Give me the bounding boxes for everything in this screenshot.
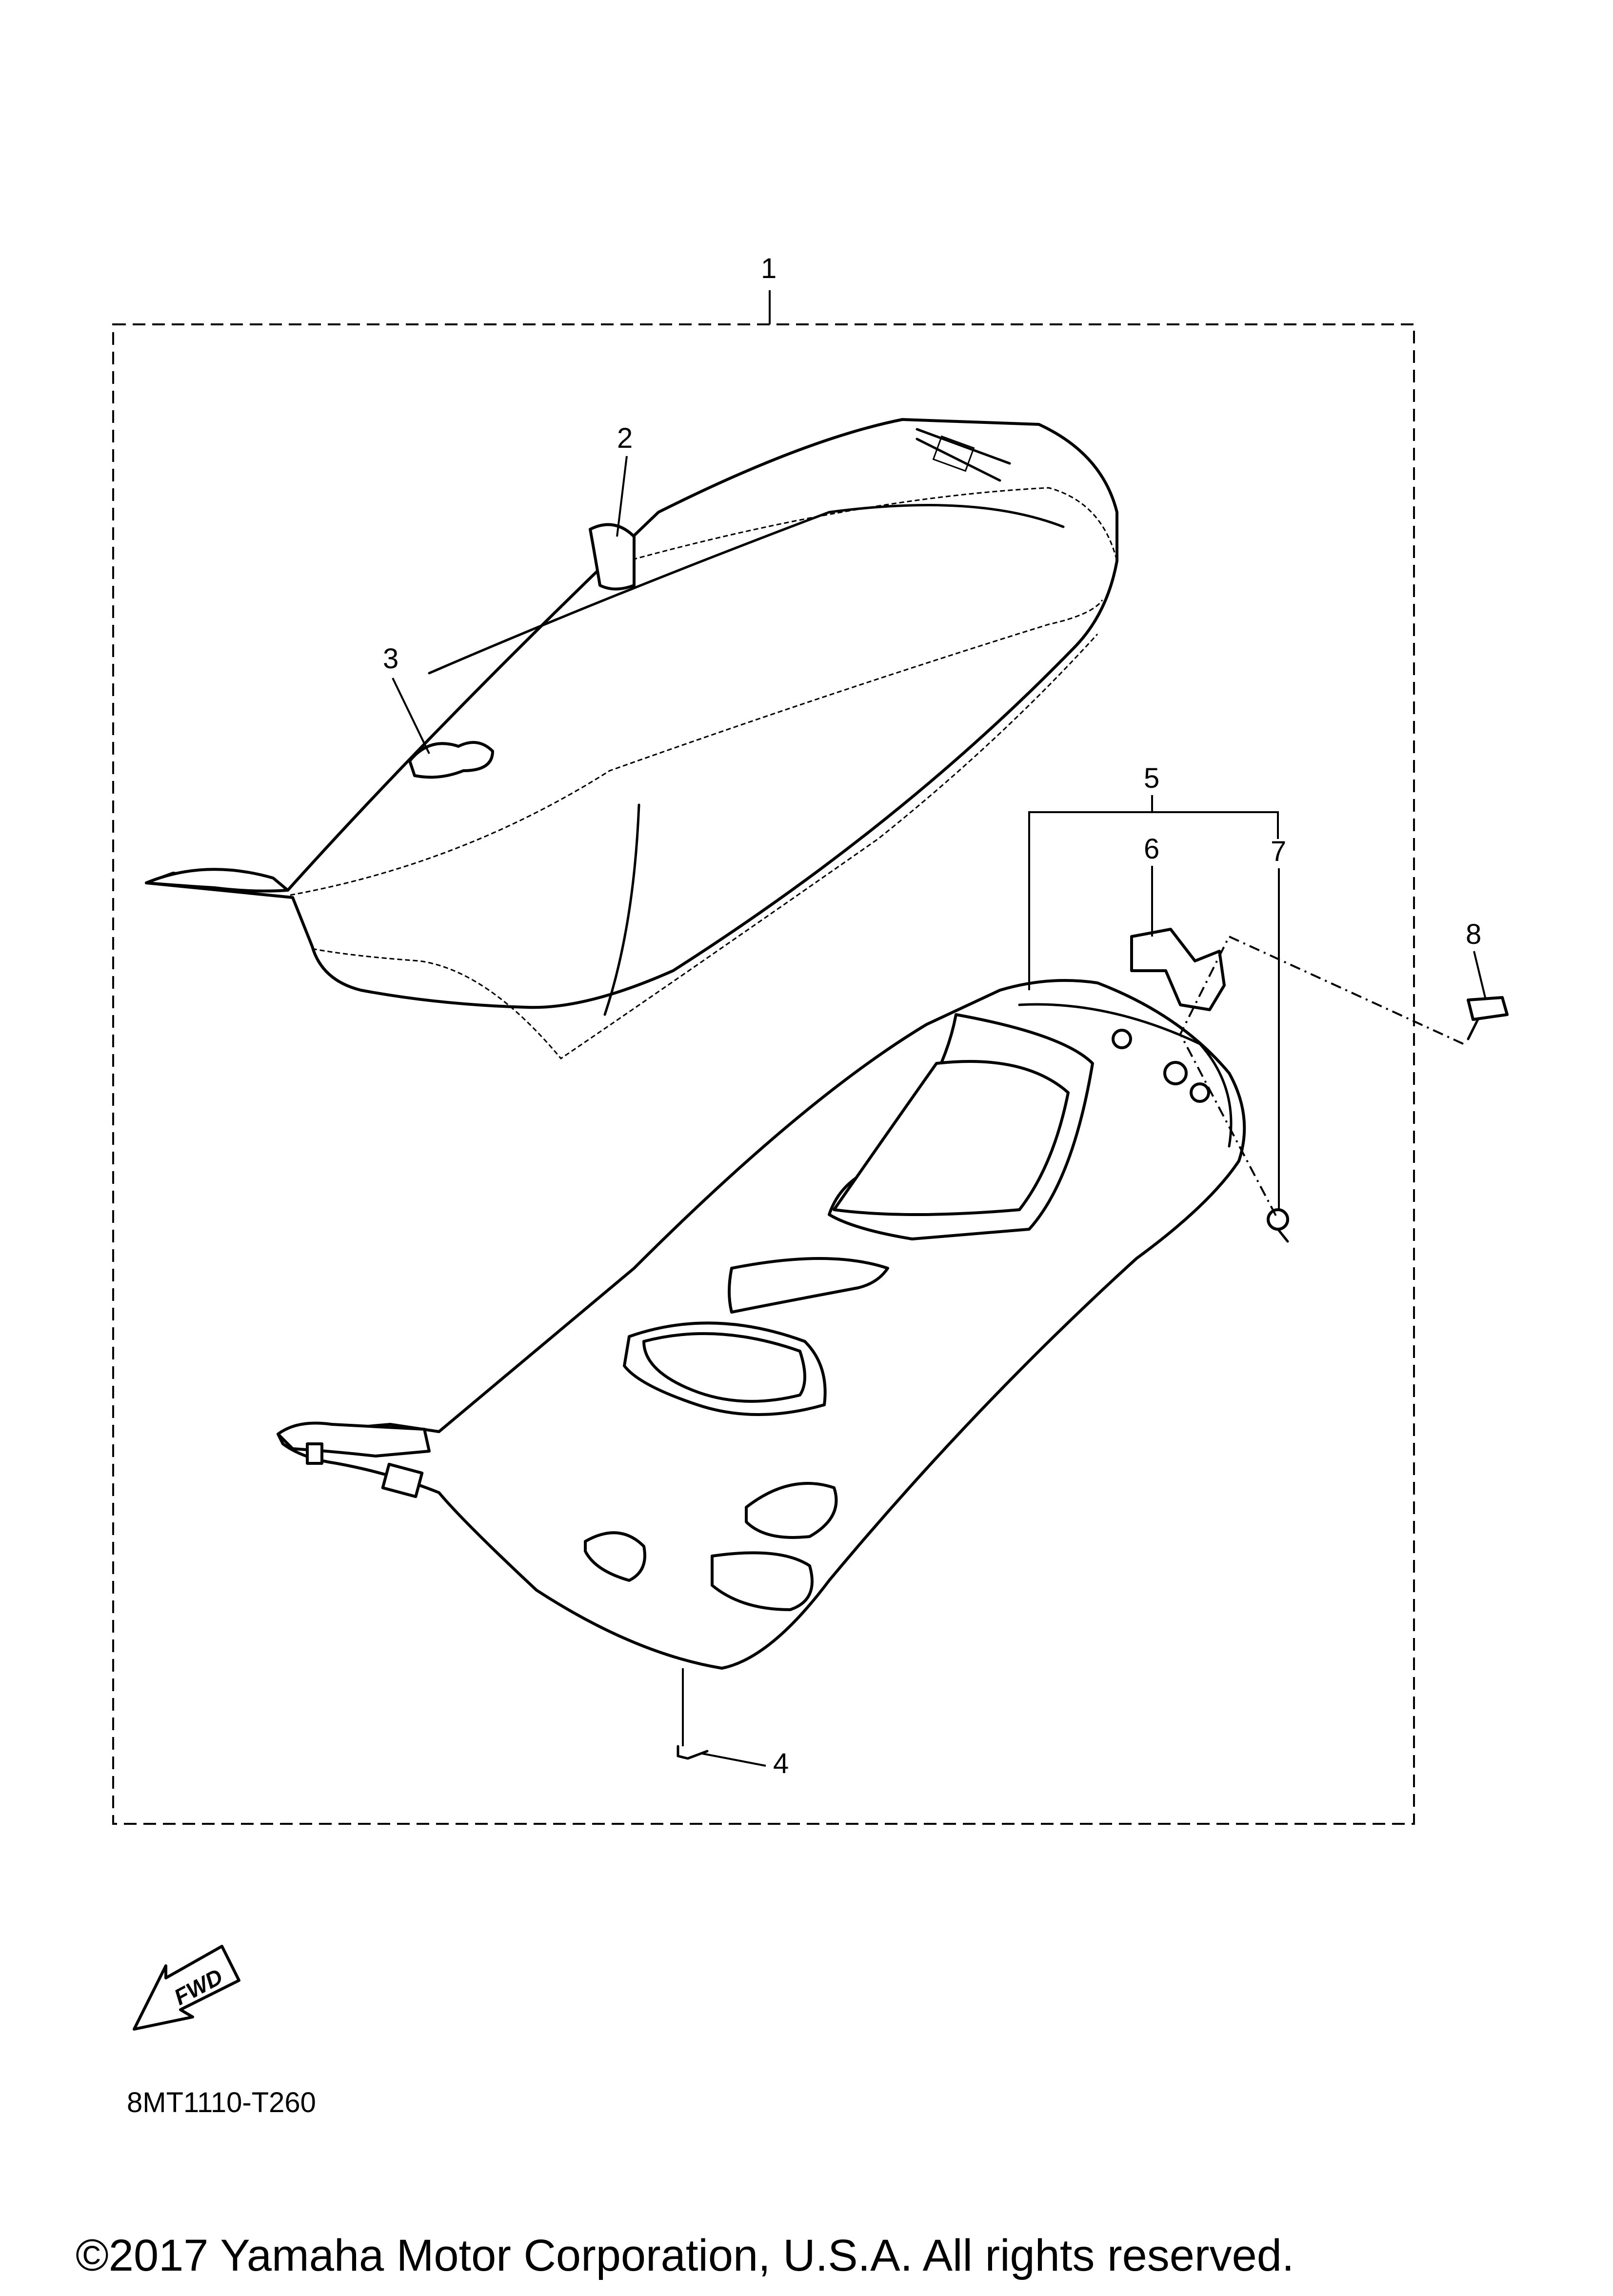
leader-8: [1473, 951, 1486, 998]
leader-4: [702, 1753, 766, 1767]
seat-base-tray: [711, 1551, 814, 1611]
seat-logo: [932, 435, 975, 472]
seat-side-curve: [603, 803, 640, 1016]
seat-rear-lip: [145, 868, 289, 893]
latch-bracket[interactable]: [1130, 928, 1226, 1011]
seat-stitch-center: [290, 599, 1103, 896]
seat-assembly[interactable]: [145, 418, 1118, 1060]
seat-base-pocket-left: [745, 1482, 838, 1539]
seat-base-tail-slot-1: [306, 1442, 323, 1465]
seat-base-hole-2: [1163, 1061, 1188, 1085]
strap-handle[interactable]: [589, 523, 636, 591]
seat-base-front-pad: [833, 1060, 1070, 1216]
screw-shank: [1467, 1018, 1479, 1040]
seat-base-assembly[interactable]: [277, 928, 1509, 1760]
diagram-code: 8MT1110-T260: [127, 2087, 316, 2118]
seat-stitch-lower: [312, 633, 1098, 1060]
screw-assembly-line: [1179, 935, 1464, 1220]
seat-top-edge: [428, 503, 1065, 675]
seat-recess[interactable]: [408, 741, 494, 779]
seat-base-rear-pad: [642, 1332, 806, 1403]
callout-3[interactable]: 3: [383, 643, 398, 675]
seat-base-hole-1: [1112, 1029, 1132, 1049]
grommet[interactable]: [1267, 1208, 1289, 1231]
assembly-frame: [112, 323, 1415, 1825]
screw[interactable]: [1467, 996, 1509, 1021]
callout-8[interactable]: 8: [1466, 918, 1481, 950]
grommet-stem: [1276, 1228, 1289, 1243]
callout-2[interactable]: 2: [617, 422, 633, 454]
leader-3: [392, 678, 430, 754]
seat-base-hole-3: [1190, 1082, 1210, 1103]
callout-1[interactable]: 1: [761, 253, 777, 284]
callout-4[interactable]: 4: [773, 1748, 789, 1779]
leader-2: [616, 456, 628, 537]
seat-base-slot: [728, 1257, 889, 1314]
seat-base-pocket-right: [584, 1531, 646, 1582]
seat-base-tail-slot-2: [381, 1462, 424, 1498]
callout-5[interactable]: 5: [1144, 762, 1159, 794]
copyright-notice: ©2017 Yamaha Motor Corporation, U.S.A. A…: [76, 2231, 1294, 2280]
seat-stitch-top: [609, 487, 1118, 567]
callout-6[interactable]: 6: [1144, 833, 1159, 865]
leader-5-bracket: [1028, 811, 1279, 990]
seat-base-ridge: [1018, 1003, 1233, 1148]
seat-logo-patch: [916, 428, 1011, 482]
clip[interactable]: [677, 1745, 709, 1760]
fwd-arrow-icon: FWD: [133, 1945, 240, 2031]
callout-7[interactable]: 7: [1271, 836, 1286, 867]
